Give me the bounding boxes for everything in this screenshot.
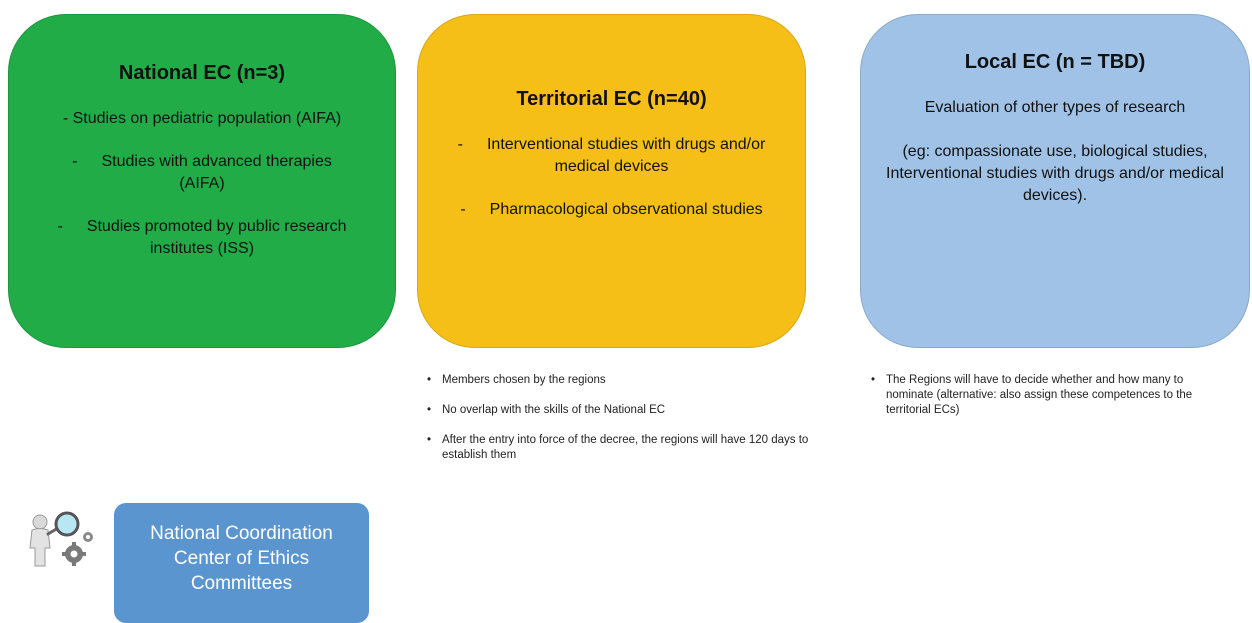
national-ec-item: - Studies on pediatric population (AIFA) (62, 110, 342, 127)
coordination-line: Committees (190, 573, 293, 594)
national-ec-box: National EC (n=3) - Studies on pediatric… (8, 14, 396, 348)
note-item: •Members chosen by the regions (427, 374, 606, 386)
bullet-marker: • (871, 374, 876, 386)
dash-marker: - (457, 136, 463, 153)
coordination-line: Center of Ethics (173, 548, 310, 569)
magnifier-gear-figure-icon (29, 511, 93, 567)
national-ec-item: -Studies with advanced therapies (AIFA) (72, 153, 332, 192)
local-ec-title: Local EC (n = TBD) (964, 51, 1146, 73)
national-coordination-center-box: National Coordination Center of Ethics C… (114, 503, 369, 623)
note-item: •After the entry into force of the decre… (427, 434, 809, 461)
dash-marker: - (57, 218, 63, 235)
note-item: •The Regions will have to decide whether… (871, 374, 1193, 416)
national-ec-title: National EC (n=3) (118, 62, 286, 84)
territorial-ec-item: -Pharmacological observational studies (460, 201, 763, 218)
local-ec-box: Local EC (n = TBD) Evaluation of other t… (860, 14, 1250, 348)
territorial-ec-title: Territorial EC (n=40) (516, 88, 707, 110)
bullet-marker: • (427, 374, 432, 386)
local-ec-notes: •The Regions will have to decide whether… (869, 373, 1219, 433)
bullet-marker: • (427, 434, 432, 446)
territorial-ec-notes: •Members chosen by the regions •No overl… (425, 373, 825, 478)
territorial-ec-box: Territorial EC (n=40) -Interventional st… (417, 14, 806, 348)
local-ec-item: (eg: compassionate use, biological studi… (886, 143, 1224, 204)
dash-marker: - (460, 201, 466, 218)
dash-marker: - (72, 153, 78, 170)
territorial-ec-item: -Interventional studies with drugs and/o… (457, 136, 766, 175)
bullet-marker: • (427, 404, 432, 416)
national-ec-item: -Studies promoted by public research ins… (57, 218, 347, 257)
local-ec-item: Evaluation of other types of research (924, 99, 1186, 116)
note-item: •No overlap with the skills of the Natio… (427, 404, 666, 416)
coordination-line: National Coordination (150, 523, 333, 544)
